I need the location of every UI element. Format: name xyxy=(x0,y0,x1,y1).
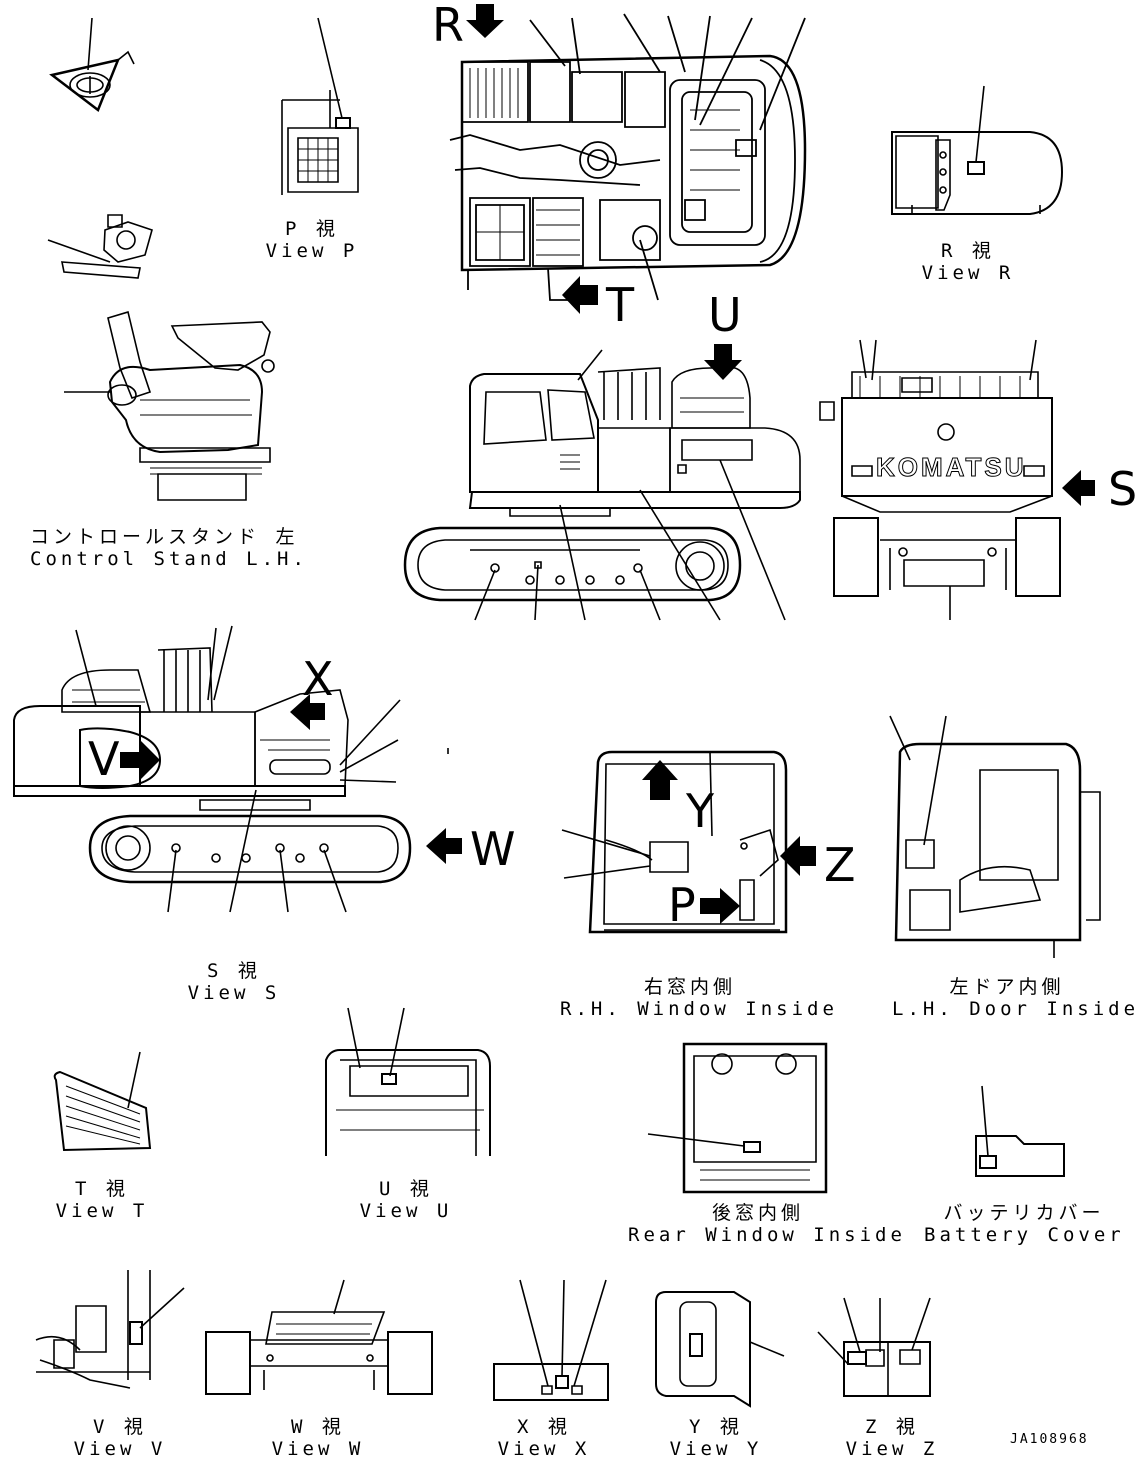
view-r-caption: R 視 View R xyxy=(918,240,1018,284)
rear-window-jp: 後窓内側 xyxy=(711,1202,804,1224)
rh-window-drawing xyxy=(562,752,786,932)
view-s-en: View S xyxy=(187,982,281,1004)
view-v-drawing xyxy=(36,1270,184,1388)
rh-window-jp: 右窓内側 xyxy=(643,976,736,998)
view-u-jp: U 視 xyxy=(379,1178,433,1200)
arrow-s xyxy=(1062,470,1095,506)
arrow-r-letter: R xyxy=(432,0,464,52)
view-t-caption: T 視 View T xyxy=(52,1178,152,1222)
view-y-caption: Y 視 View Y xyxy=(666,1416,766,1460)
lh-door-caption: 左ドア内側 L.H. Door Inside xyxy=(892,976,1140,1020)
lh-door-drawing xyxy=(890,716,1100,958)
arrow-w xyxy=(426,828,462,864)
rh-window-en: R.H. Window Inside xyxy=(560,998,838,1020)
side-view-right-drawing xyxy=(405,350,800,620)
rear-view-drawing xyxy=(820,340,1060,620)
view-t-drawing xyxy=(55,1052,150,1150)
view-r-drawing xyxy=(892,86,1062,214)
view-w-drawing xyxy=(206,1280,432,1394)
control-stand-jp: コントロールスタンド 左 xyxy=(30,526,299,548)
control-stand-en: Control Stand L.H. xyxy=(30,548,308,570)
view-w-en: View W xyxy=(271,1438,365,1460)
control-stand-caption: コントロールスタンド 左 Control Stand L.H. xyxy=(30,526,308,570)
drawing-reference-number: JA108968 xyxy=(1010,1432,1089,1447)
view-z-caption: Z 視 View Z xyxy=(842,1416,942,1460)
arrow-y xyxy=(642,760,678,800)
lh-door-en: L.H. Door Inside xyxy=(892,998,1140,1020)
arrow-p xyxy=(700,888,740,924)
view-s-jp: S 視 xyxy=(207,960,261,982)
view-p-caption: P 視 View P xyxy=(262,218,362,262)
view-v-en: View V xyxy=(73,1438,167,1460)
view-z-en: View Z xyxy=(845,1438,939,1460)
rear-window-drawing xyxy=(648,1044,826,1192)
view-u-caption: U 視 View U xyxy=(356,1178,456,1222)
arrow-u-letter: U xyxy=(708,288,742,342)
battery-cover-caption: バッテリカバー Battery Cover xyxy=(924,1202,1124,1246)
view-v-caption: V 視 View V xyxy=(70,1416,170,1460)
view-z-drawing xyxy=(818,1298,930,1396)
arrow-z xyxy=(780,836,816,876)
arrow-y-letter: Y xyxy=(686,784,715,838)
view-t-jp: T 視 xyxy=(75,1178,129,1200)
view-w-caption: W 視 View W xyxy=(268,1416,368,1460)
arrow-v-letter: V xyxy=(88,732,120,786)
top-plan-view-drawing xyxy=(450,14,805,300)
rear-window-caption: 後窓内側 Rear Window Inside xyxy=(628,1202,906,1246)
arrow-t-letter: T xyxy=(606,278,635,332)
arrow-x-letter: X xyxy=(302,652,334,706)
arrow-w-letter: W xyxy=(470,822,516,876)
battery-cover-drawing xyxy=(976,1086,1064,1176)
control-stand-drawing xyxy=(64,312,274,500)
view-p-drawing xyxy=(282,18,358,195)
view-x-caption: X 視 View X xyxy=(494,1416,594,1460)
view-s-caption: S 視 View S xyxy=(184,960,284,1004)
rear-window-en: Rear Window Inside xyxy=(628,1224,906,1246)
arrow-u xyxy=(704,344,742,380)
arrow-s-letter: S xyxy=(1108,462,1138,516)
view-u-en: View U xyxy=(359,1200,453,1222)
view-t-en: View T xyxy=(55,1200,149,1222)
arrow-r xyxy=(466,4,504,38)
view-x-en: View X xyxy=(497,1438,591,1460)
arrow-p-letter: P xyxy=(668,878,696,932)
view-u-drawing xyxy=(326,1008,490,1156)
arrow-v xyxy=(80,728,160,788)
side-view-left-drawing xyxy=(14,626,448,912)
view-z-jp: Z 視 xyxy=(865,1416,919,1438)
view-y-en: View Y xyxy=(669,1438,763,1460)
view-y-drawing xyxy=(656,1292,784,1406)
battery-cover-en: Battery Cover xyxy=(924,1224,1125,1246)
view-p-en: View P xyxy=(265,240,359,262)
lh-door-jp: 左ドア内側 xyxy=(949,976,1065,998)
rh-window-caption: 右窓内側 R.H. Window Inside xyxy=(560,976,838,1020)
view-y-jp: Y 視 xyxy=(689,1416,743,1438)
view-p-jp: P 視 xyxy=(285,218,339,240)
view-x-jp: X 視 xyxy=(517,1416,571,1438)
battery-cover-jp: バッテリカバー xyxy=(943,1202,1105,1224)
decal-triangle-drawing xyxy=(52,18,134,110)
arrow-x xyxy=(290,694,325,730)
view-w-jp: W 視 xyxy=(291,1416,345,1438)
view-v-jp: V 視 xyxy=(93,1416,147,1438)
view-r-jp: R 視 xyxy=(941,240,995,262)
arrow-z-letter: Z xyxy=(824,838,856,892)
komatsu-brand-mark: KOMATSU xyxy=(876,452,1027,483)
arrow-t xyxy=(562,276,598,314)
lever-drawing xyxy=(48,215,152,278)
view-x-drawing xyxy=(494,1280,608,1400)
view-r-en: View R xyxy=(921,262,1015,284)
